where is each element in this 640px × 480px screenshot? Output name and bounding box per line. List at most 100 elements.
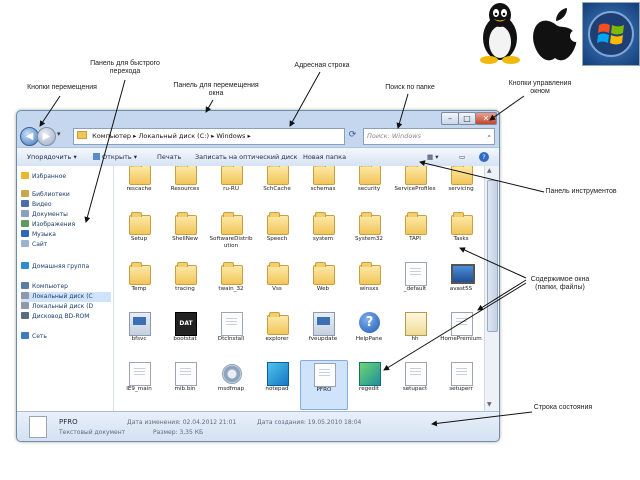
- sidebar-item[interactable]: Видео: [21, 200, 111, 210]
- organize-button[interactable]: Упорядочить ▾: [27, 153, 77, 161]
- file-item[interactable]: Temp: [116, 260, 162, 308]
- print-button[interactable]: Печать: [157, 153, 182, 161]
- file-item[interactable]: SoftwareDistribution: [208, 210, 254, 258]
- file-name: ServiceProfiles: [394, 186, 436, 192]
- file-item[interactable]: HomePremium: [438, 310, 484, 358]
- scroll-up-arrow-icon[interactable]: ▲: [487, 167, 492, 174]
- file-name: security: [357, 186, 381, 192]
- file-item[interactable]: Speech: [254, 210, 300, 258]
- maximize-button[interactable]: □: [458, 112, 476, 125]
- sidebar-item[interactable]: Домашняя группа: [21, 262, 111, 272]
- file-item[interactable]: setuperr: [438, 360, 484, 408]
- file-item[interactable]: ru-RU: [208, 166, 254, 208]
- file-item[interactable]: Vss: [254, 260, 300, 308]
- file-item[interactable]: setupact: [392, 360, 438, 408]
- apple-icon: [530, 6, 582, 64]
- file-name: notepad: [265, 386, 289, 392]
- mon-icon: [451, 264, 475, 284]
- file-item[interactable]: notepad: [254, 360, 300, 408]
- sidebar-item[interactable]: Библиотеки: [21, 190, 111, 200]
- file-item[interactable]: PFRO: [300, 360, 348, 410]
- file-item[interactable]: system: [300, 210, 346, 258]
- file-item[interactable]: twain_32: [208, 260, 254, 308]
- open-button[interactable]: Открыть ▾: [93, 151, 137, 163]
- new-folder-button[interactable]: Новая папка: [303, 153, 347, 161]
- breadcrumb-windows[interactable]: Windows: [216, 132, 246, 140]
- sidebar-item[interactable]: Дисковод BD-ROM: [21, 312, 111, 322]
- forward-button[interactable]: ▶: [37, 127, 56, 146]
- file-name: fveupdate: [308, 336, 338, 342]
- sidebar-item[interactable]: Документы: [21, 210, 111, 220]
- folder-icon: [129, 212, 151, 235]
- file-item[interactable]: ServiceProfiles: [392, 166, 438, 208]
- sidebar-item[interactable]: Компьютер: [21, 282, 111, 292]
- sidebar-item[interactable]: Локальный диск (C: [21, 292, 111, 302]
- homegroup-icon: [21, 262, 29, 269]
- file-name: twain_32: [218, 286, 244, 292]
- title-bar[interactable]: – □ ✕: [17, 111, 499, 125]
- file-item[interactable]: explorer: [254, 310, 300, 358]
- file-item[interactable]: DtcInstall: [208, 310, 254, 358]
- file-item[interactable]: TAPI: [392, 210, 438, 258]
- sidebar-item-label: Изображения: [32, 221, 76, 228]
- view-options-icon[interactable]: ▦ ▾: [427, 153, 439, 161]
- file-item[interactable]: hh: [392, 310, 438, 358]
- file-item[interactable]: rescache: [116, 166, 162, 208]
- file-item[interactable]: Setup: [116, 210, 162, 258]
- scroll-thumb[interactable]: [487, 180, 498, 332]
- music-icon: [21, 230, 29, 237]
- sidebar-item[interactable]: Сайт: [21, 240, 111, 250]
- file-item[interactable]: IE9_main: [116, 360, 162, 408]
- file-item[interactable]: schemas: [300, 166, 346, 208]
- folder-icon: [405, 166, 427, 185]
- address-bar[interactable]: Компьютер ▸ Локальный диск (C:) ▸ Window…: [73, 128, 345, 145]
- file-name: rescache: [126, 186, 152, 192]
- sidebar-item[interactable]: Изображения: [21, 220, 111, 230]
- file-item[interactable]: servicing: [438, 166, 484, 208]
- documents-icon: [21, 210, 29, 217]
- file-item[interactable]: Resources: [162, 166, 208, 208]
- file-item[interactable]: regedit: [346, 360, 392, 408]
- search-input[interactable]: Поиск: Windows ⌕: [363, 128, 495, 145]
- burn-disc-button[interactable]: Записать на оптический диск: [195, 153, 298, 161]
- folder-icon: [359, 212, 381, 235]
- close-button[interactable]: ✕: [475, 112, 497, 125]
- scroll-down-arrow-icon[interactable]: ▼: [487, 401, 492, 408]
- vertical-scrollbar[interactable]: ▲ ▼: [484, 166, 499, 411]
- help-icon: ?: [359, 312, 380, 333]
- preview-pane-icon[interactable]: ▭: [459, 153, 466, 161]
- breadcrumb-local-disk[interactable]: Локальный диск (C:): [138, 132, 209, 140]
- file-item[interactable]: avast5S: [438, 260, 484, 308]
- file-name: setupact: [402, 386, 428, 392]
- file-item[interactable]: SchCache: [254, 166, 300, 208]
- history-dropdown-button[interactable]: ▾: [57, 130, 61, 138]
- file-item[interactable]: security: [346, 166, 392, 208]
- file-item[interactable]: winsxs: [346, 260, 392, 308]
- file-item[interactable]: Web: [300, 260, 346, 308]
- file-item[interactable]: ShellNew: [162, 210, 208, 258]
- file-item[interactable]: tracing: [162, 260, 208, 308]
- refresh-button[interactable]: ⟳: [348, 130, 357, 140]
- file-item[interactable]: Tasks: [438, 210, 484, 258]
- file-item[interactable]: fveupdate: [300, 310, 346, 358]
- doc-icon: [405, 362, 427, 386]
- breadcrumb-computer[interactable]: Компьютер: [92, 132, 132, 140]
- file-item[interactable]: mib.bin: [162, 360, 208, 408]
- file-item[interactable]: ?HelpPane: [346, 310, 392, 358]
- sidebar-item-label: Видео: [32, 201, 52, 208]
- file-item[interactable]: msdfmap: [208, 360, 254, 408]
- file-item[interactable]: System32: [346, 210, 392, 258]
- minimize-button[interactable]: –: [441, 112, 459, 125]
- explorer-window[interactable]: – □ ✕ ◀ ▶ ▾ Компьютер ▸ Локальный диск (…: [16, 110, 500, 442]
- sidebar-item[interactable]: Сеть: [21, 332, 111, 342]
- help-icon[interactable]: ?: [479, 152, 489, 162]
- sidebar-item[interactable]: Музыка: [21, 230, 111, 240]
- folder-icon: [313, 212, 335, 235]
- file-item[interactable]: bfsvc: [116, 310, 162, 358]
- sidebar-item[interactable]: Избранное: [21, 172, 111, 182]
- sidebar-item[interactable]: Локальный диск (D: [21, 302, 111, 312]
- windows-icon: [582, 2, 640, 66]
- file-item[interactable]: _default: [392, 260, 438, 308]
